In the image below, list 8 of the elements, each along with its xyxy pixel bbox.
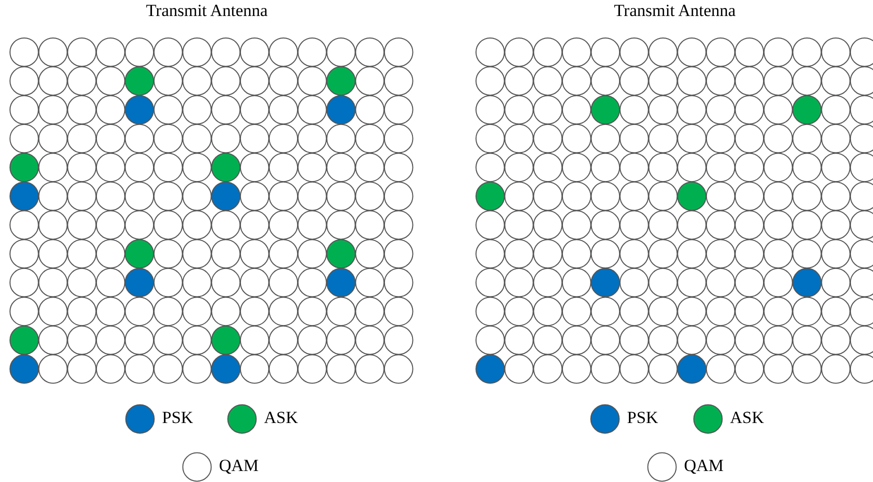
legend-label: ASK xyxy=(730,408,764,428)
legend-label: PSK xyxy=(627,408,658,428)
legend-label: QAM xyxy=(219,456,259,476)
legend-label: QAM xyxy=(684,456,724,476)
grid-title: Transmit Antenna xyxy=(614,1,736,21)
legend-label: ASK xyxy=(264,408,298,428)
grid-title: Transmit Antenna xyxy=(146,1,268,21)
legend-label: PSK xyxy=(162,408,194,428)
